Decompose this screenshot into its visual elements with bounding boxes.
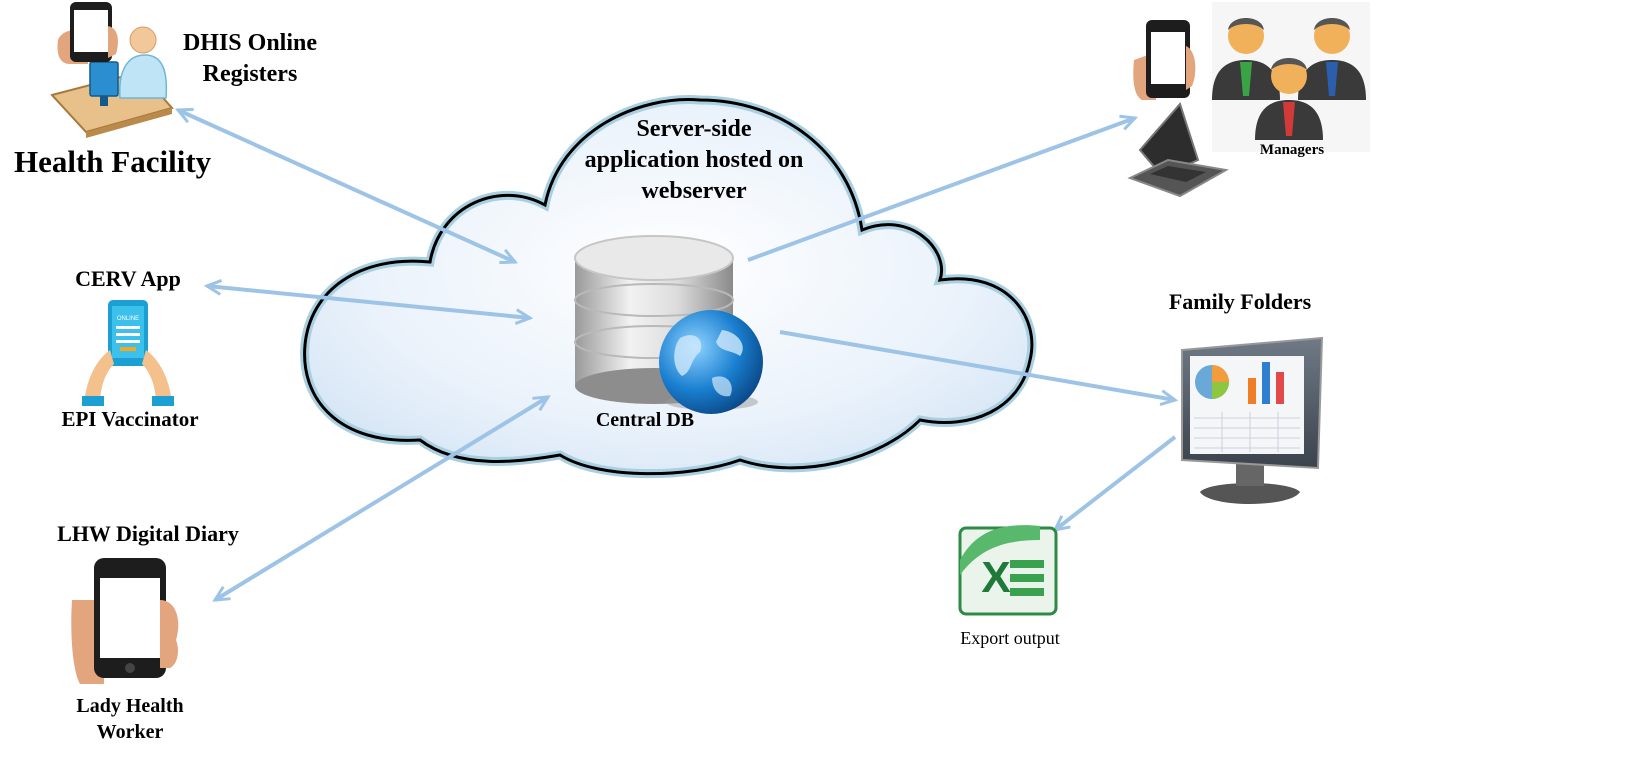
arrow-health-facility [178, 110, 515, 262]
managers-label: Managers [1259, 142, 1325, 158]
cerv-app-phone-icon: ONLINE [82, 300, 174, 406]
lady-health-worker-label: Lady Health Worker [50, 693, 210, 745]
svg-text:ONLINE: ONLINE [117, 316, 139, 322]
hand-phone-icon [57, 2, 118, 64]
cerv-app-label: CERV App [75, 266, 181, 291]
arrow-export [1055, 435, 1177, 530]
arrow-lhw [215, 397, 548, 600]
managers-phone-icon [1133, 20, 1196, 100]
dhis-online-registers-label: DHIS Online Registers [160, 28, 340, 90]
svg-text:X: X [981, 553, 1010, 602]
central-db-label: Central DB [595, 409, 695, 431]
cloud-title-line-3: webserver [641, 178, 747, 205]
lhw-phone-icon [71, 558, 179, 684]
lhw-user-line-1: Lady Health [76, 695, 184, 717]
export-output-label: Export output [960, 628, 1060, 648]
dhis-line-2: Registers [202, 61, 298, 88]
laptop-icon [1127, 102, 1229, 198]
health-facility-title: Health Facility [14, 144, 212, 179]
dhis-line-1: DHIS Online [182, 30, 318, 56]
health-facility-illustration [50, 26, 174, 138]
family-folders-monitor-icon [1181, 336, 1324, 504]
cloud-title: Server-side application hosted on webser… [560, 114, 828, 208]
family-folders-label: Family Folders [1168, 289, 1312, 314]
epi-vaccinator-label: EPI Vaccinator [61, 407, 199, 431]
lhw-digital-diary-label: LHW Digital Diary [57, 521, 239, 546]
cloud-title-line-1: Server-side [636, 116, 752, 142]
arrow-managers [747, 118, 1135, 262]
arrow-cerv-app [207, 286, 530, 318]
arrow-family-folders [779, 330, 1175, 400]
excel-icon: X [958, 525, 1058, 616]
cloud-title-line-2: application hosted on [584, 147, 804, 174]
globe-icon [659, 310, 763, 414]
managers-people-icon [1212, 2, 1370, 152]
lhw-user-line-2: Worker [96, 721, 164, 743]
connection-arrows [178, 110, 1175, 600]
